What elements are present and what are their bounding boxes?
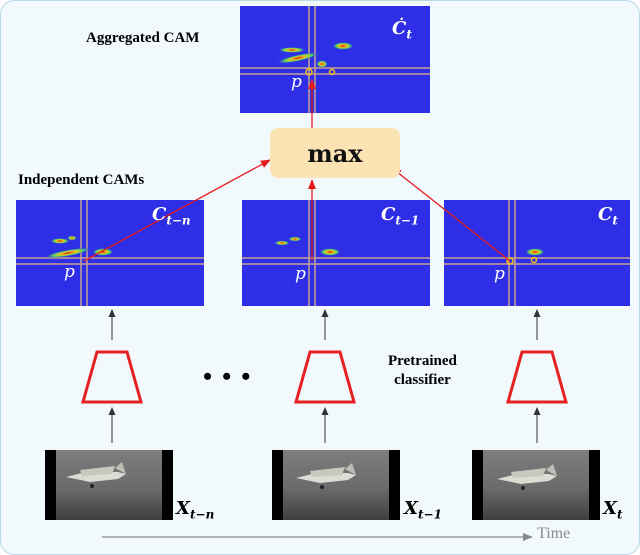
frame-middle-symbol: Xt−1 <box>404 498 442 522</box>
cam-middle-point-label: p <box>295 264 306 284</box>
cam-middle-letter: C <box>381 204 396 225</box>
cam-right-letter: C <box>598 204 613 225</box>
arrow-right-to-max <box>391 167 511 262</box>
cam-middle-symbol: Ct−1 <box>381 204 419 228</box>
time-label: Time <box>537 525 571 542</box>
cam-right-subscript: t <box>612 213 618 228</box>
cam-right-symbol: Ct <box>598 204 618 228</box>
aggregated-cam-map <box>240 6 430 113</box>
aggregated-cam-symbol: Ċt <box>392 18 412 42</box>
pretrained-line2: classifier <box>394 372 451 388</box>
max-operator: max <box>270 128 400 178</box>
classifier-middle <box>294 350 356 404</box>
independent-cam-left <box>16 200 204 306</box>
frame-right-subscript: t <box>616 507 623 522</box>
aggregated-cam-label: Aggregated CAM <box>86 30 200 46</box>
frame-middle <box>272 450 400 520</box>
pretrained-classifier-label: Pretrained classifier <box>388 352 457 390</box>
cam-left-point-label: p <box>64 262 75 282</box>
frame-left <box>45 450 173 520</box>
classifier-right <box>506 350 568 404</box>
frame-middle-subscript: t−1 <box>417 507 442 522</box>
frame-right-letter: X <box>603 498 617 519</box>
ellipsis: ••• <box>203 362 261 391</box>
aggregated-cam-letter: Ċ <box>392 18 407 39</box>
cam-left-letter: C <box>152 204 167 225</box>
arrow-left-to-max <box>83 159 271 262</box>
frame-left-subscript: t−n <box>189 507 215 522</box>
aggregated-cam-subscript: t <box>406 27 412 42</box>
frame-left-symbol: Xt−n <box>176 498 214 522</box>
aggregation-arrows <box>83 79 511 262</box>
aggregated-point-label: p <box>291 72 302 92</box>
independent-cam-middle <box>242 200 430 306</box>
frame-middle-letter: X <box>404 498 418 519</box>
cam-left-subscript: t−n <box>166 213 191 228</box>
frame-right-symbol: Xt <box>603 498 623 522</box>
independent-cams-label: Independent CAMs <box>18 172 145 188</box>
classifier-shapes <box>81 350 568 404</box>
pretrained-line1: Pretrained <box>388 353 457 369</box>
frame-right <box>472 450 600 520</box>
independent-cam-right <box>444 200 630 306</box>
cam-left-symbol: Ct−n <box>152 204 191 228</box>
frame-left-letter: X <box>176 498 190 519</box>
cam-right-point-label: p <box>494 264 505 284</box>
cam-middle-subscript: t−1 <box>395 213 420 228</box>
classifier-left <box>81 350 143 404</box>
classifier-arrows <box>108 309 541 443</box>
